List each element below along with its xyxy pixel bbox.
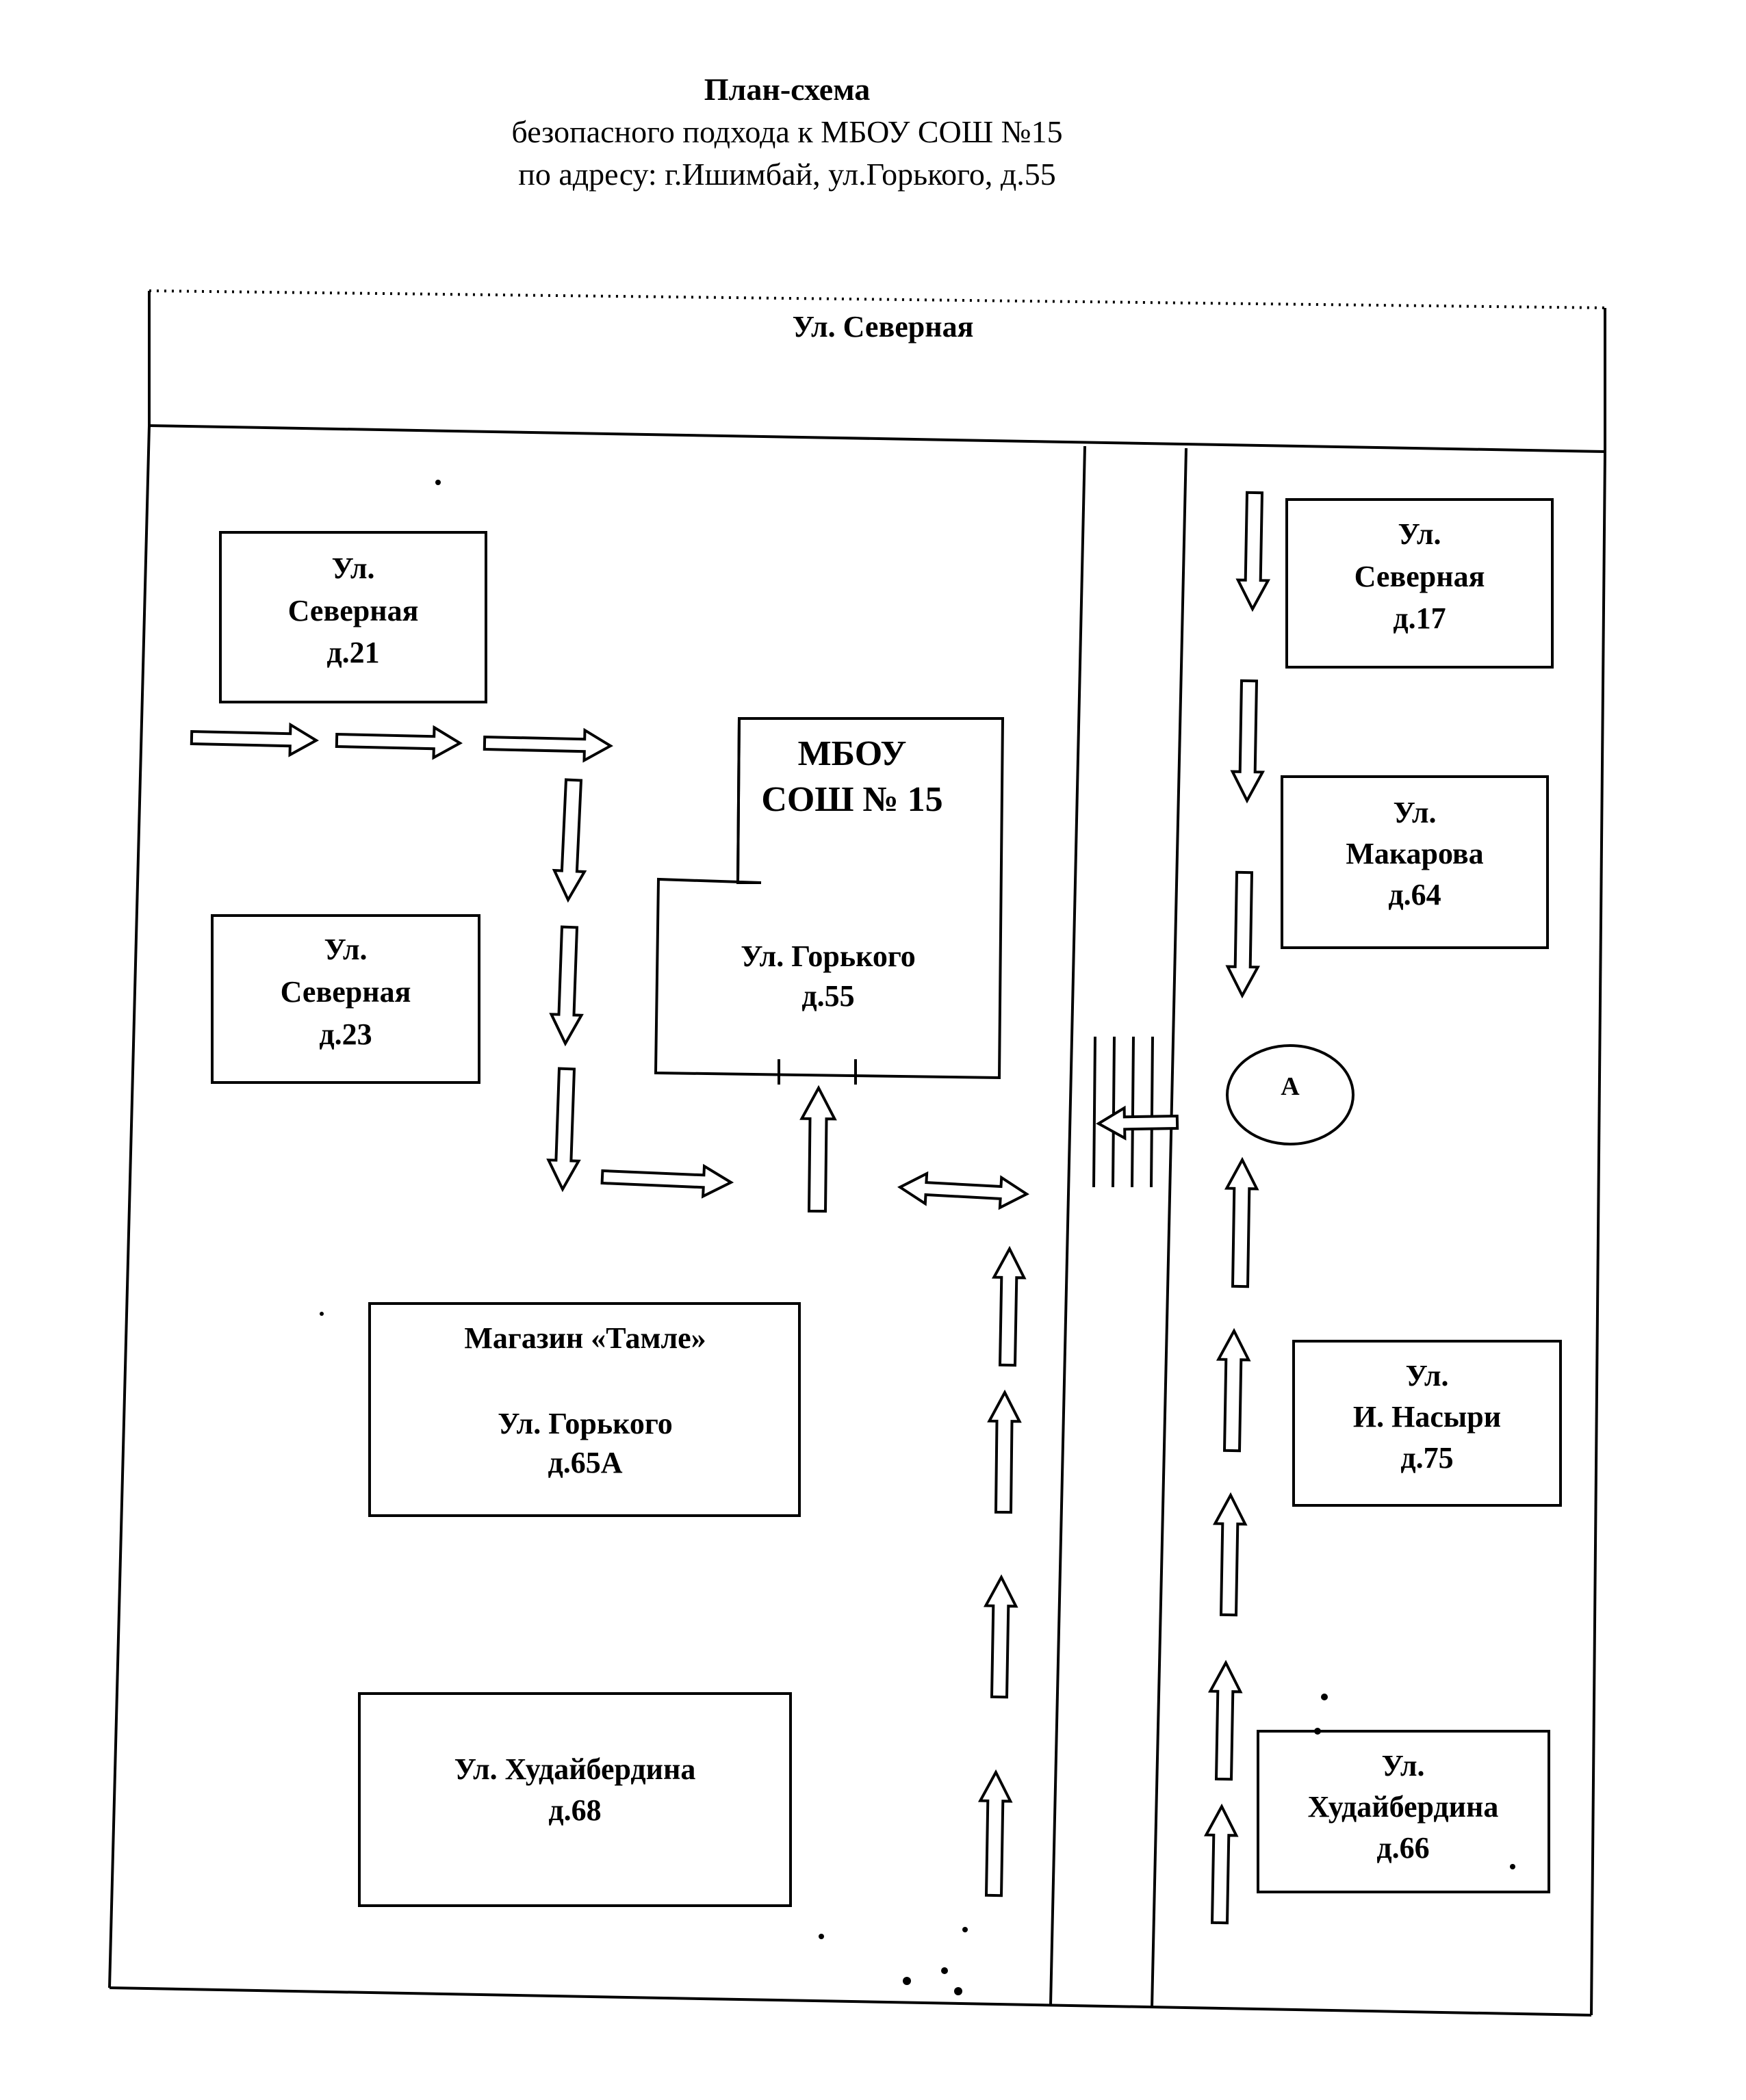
svg-text:д.68: д.68 xyxy=(548,1793,601,1827)
route-arrow-down xyxy=(546,1067,581,1193)
route-arrow-up xyxy=(1216,1327,1251,1453)
school-house: д.55 xyxy=(801,979,854,1013)
bus-stop-label: А xyxy=(1281,1072,1300,1101)
route-arrows xyxy=(190,491,1271,1925)
bus-stop: А xyxy=(1226,1044,1355,1145)
route-arrow-down xyxy=(1225,870,1261,999)
svg-text:д.17: д.17 xyxy=(1393,601,1446,635)
school-building: МБОУ СОШ № 15 Ул. Горького д.55 xyxy=(654,717,1005,1085)
route-arrow-up xyxy=(1212,1492,1248,1617)
svg-text:Ул.: Ул. xyxy=(331,552,374,585)
frame-right xyxy=(1590,451,1606,2016)
route-arrow-right xyxy=(335,725,463,760)
building-nasyri-75: Ул. И. Насыри д.75 xyxy=(1292,1340,1562,1507)
svg-text:Ул.: Ул. xyxy=(1393,796,1436,829)
building-severnaya-21: Ул. Северная д.21 xyxy=(219,531,487,703)
page-address: по адресу: г.Ишимбай, ул.Горького, д.55 xyxy=(518,157,1056,192)
page-title: План-схема xyxy=(704,72,871,107)
frame-top xyxy=(149,289,1609,309)
route-arrow-left xyxy=(1096,1105,1179,1141)
school-number: СОШ № 15 xyxy=(761,780,942,819)
svg-text:д.23: д.23 xyxy=(319,1017,372,1051)
route-arrow-right xyxy=(190,722,319,757)
shop-tamle: Магазин «Тамле» Ул. Горького д.65А xyxy=(368,1302,801,1517)
route-arrow-up xyxy=(977,1769,1013,1897)
building-khudaiberdina-68: Ул. Худайбердина д.68 xyxy=(358,1692,792,1907)
route-arrow-right xyxy=(483,727,613,763)
crosswalk xyxy=(1092,1036,1154,1188)
route-arrow-up xyxy=(799,1085,837,1213)
scan-noise xyxy=(320,480,1515,1995)
svg-text:И. Насыри: И. Насыри xyxy=(1353,1400,1501,1434)
building-khudaiberdina-66: Ул. Худайбердина д.66 xyxy=(1257,1730,1550,1893)
svg-text:д.21: д.21 xyxy=(326,636,379,669)
svg-text:Северная: Северная xyxy=(281,975,411,1009)
svg-text:Магазин «Тамле»: Магазин «Тамле» xyxy=(464,1321,706,1355)
school-name: МБОУ xyxy=(798,734,907,773)
route-arrow-up xyxy=(1224,1156,1259,1288)
svg-text:Ул.: Ул. xyxy=(324,933,367,966)
svg-text:д.75: д.75 xyxy=(1400,1441,1453,1475)
svg-text:Ул.: Ул. xyxy=(1405,1359,1448,1392)
street-label-severnaya: Ул. Северная xyxy=(793,310,974,343)
svg-text:Северная: Северная xyxy=(1355,560,1485,593)
building-severnaya-23: Ул. Северная д.23 xyxy=(211,914,480,1084)
map-frame xyxy=(108,289,1609,2017)
building-severnaya-17: Ул. Северная д.17 xyxy=(1285,498,1554,669)
svg-text:Макарова: Макарова xyxy=(1346,837,1483,870)
route-arrow-down xyxy=(1230,679,1266,804)
svg-text:Худайбердина: Худайбердина xyxy=(1308,1790,1499,1824)
route-arrow-two-way xyxy=(897,1171,1029,1210)
road-right-edge xyxy=(1151,448,1187,2009)
frame-bottom xyxy=(109,1986,1592,2017)
svg-text:Ул. Худайбердина: Ул. Худайбердина xyxy=(454,1752,696,1786)
svg-text:Ул.: Ул. xyxy=(1398,517,1441,551)
road-left-edge xyxy=(1049,445,1086,2006)
svg-text:д.66: д.66 xyxy=(1376,1831,1429,1865)
page-header: План-схема безопасного подхода к МБОУ СО… xyxy=(0,68,1574,196)
svg-text:Северная: Северная xyxy=(288,594,419,627)
route-arrow-right xyxy=(600,1163,734,1199)
svg-text:д.65А: д.65А xyxy=(548,1446,622,1479)
route-arrow-up xyxy=(1203,1803,1239,1925)
building-makarova-64: Ул. Макарова д.64 xyxy=(1281,775,1549,949)
page-subtitle: безопасного подхода к МБОУ СОШ №15 xyxy=(511,114,1063,149)
svg-text:Ул. Горького: Ул. Горького xyxy=(498,1407,673,1440)
route-arrow-down xyxy=(1235,491,1271,612)
svg-text:д.64: д.64 xyxy=(1388,878,1441,911)
route-arrow-up xyxy=(987,1389,1022,1514)
street-line xyxy=(149,424,1606,453)
route-arrow-down xyxy=(549,925,584,1047)
route-arrow-up xyxy=(991,1245,1027,1367)
route-arrow-up xyxy=(1207,1659,1243,1781)
frame-left xyxy=(108,425,151,1988)
route-arrow-down xyxy=(552,778,587,903)
svg-text:Ул.: Ул. xyxy=(1381,1749,1424,1783)
school-street: Ул. Горького xyxy=(741,939,916,973)
route-arrow-up xyxy=(983,1574,1018,1699)
